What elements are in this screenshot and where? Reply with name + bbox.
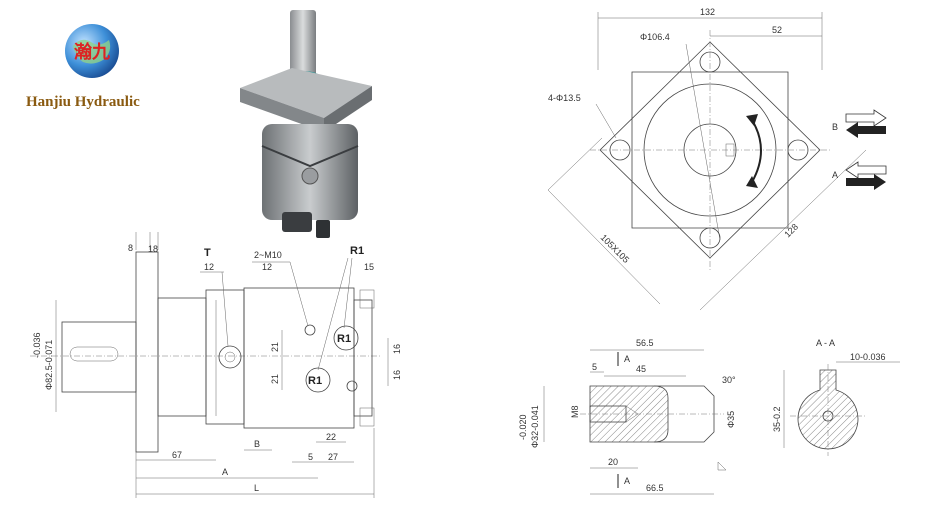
dim-5-shaft: 5 — [592, 362, 597, 372]
motor-photo — [240, 10, 372, 238]
shaft-tol-top: -0.020 — [518, 414, 528, 440]
dim-132: 132 — [700, 7, 715, 17]
port-b: B — [832, 122, 838, 132]
port-t-label: T — [204, 247, 211, 259]
square-dim: 105X105 — [599, 232, 632, 265]
front-view: 132 52 Φ106.4 4-Φ13.5 — [547, 7, 887, 311]
shaft-tol-bottom: Φ82.5-0.071 — [44, 340, 54, 390]
brand-name: Hanjiu Hydraulic — [26, 94, 140, 110]
dim-18: 18 — [148, 244, 158, 254]
dim-16a: 16 — [392, 344, 402, 354]
logo-text: 瀚九 — [74, 41, 110, 62]
dim-21b: 21 — [270, 374, 280, 384]
section-height: 35-0.2 — [772, 406, 782, 432]
section-view: A - A 10-0.036 35-0.2 — [772, 338, 900, 456]
thread-label: 2~M10 — [254, 250, 282, 260]
chamfer-angle: 30° — [722, 375, 736, 385]
dim-b: B — [254, 439, 260, 449]
dim-106: Φ106.4 — [640, 32, 670, 42]
shaft-view: 56.5 A 5 45 30° M8 Φ35 -0.020 Φ32-0.041 … — [518, 338, 736, 495]
dim-22: 22 — [326, 432, 336, 442]
dim-27: 27 — [328, 452, 338, 462]
section-mark-bottom: A — [624, 476, 630, 486]
dim-52: 52 — [772, 25, 782, 35]
key-dim: 10-0.036 — [850, 352, 886, 362]
shaft-tol-bottom: Φ32-0.041 — [530, 405, 540, 448]
shaft-thread: M8 — [570, 405, 580, 418]
dim-12-t: 12 — [204, 262, 214, 272]
shaft-dia: Φ35 — [726, 411, 736, 428]
port-a: A — [832, 170, 838, 180]
dim-56-5: 56.5 — [636, 338, 654, 348]
holes-label: 4-Φ13.5 — [548, 93, 581, 103]
dim-67: 67 — [172, 450, 182, 460]
dim-16b: 16 — [392, 370, 402, 380]
port-r1-mid: R1 — [337, 333, 351, 345]
section-mark-top: A — [624, 354, 630, 364]
dim-15: 15 — [364, 262, 374, 272]
dim-l: L — [254, 483, 259, 493]
side-view: 8 18 T 12 2~M10 12 R1 15 R1 R1 -0.036 Φ8… — [30, 232, 402, 498]
dim-5: 5 — [308, 452, 313, 462]
dim-a: A — [222, 467, 228, 477]
dim-8: 8 — [128, 243, 133, 253]
dim-20: 20 — [608, 457, 618, 467]
port-r1-low: R1 — [308, 375, 322, 387]
dim-12-m: 12 — [262, 262, 272, 272]
port-r1-top: R1 — [350, 245, 364, 257]
shaft-tol-top: -0.036 — [32, 332, 42, 358]
section-title: A - A — [816, 338, 835, 348]
dim-21a: 21 — [270, 342, 280, 352]
brand-logo: 瀚九 — [65, 24, 119, 78]
dim-128: 128 — [782, 222, 800, 240]
dim-66-5: 66.5 — [646, 483, 664, 493]
dim-45: 45 — [636, 364, 646, 374]
